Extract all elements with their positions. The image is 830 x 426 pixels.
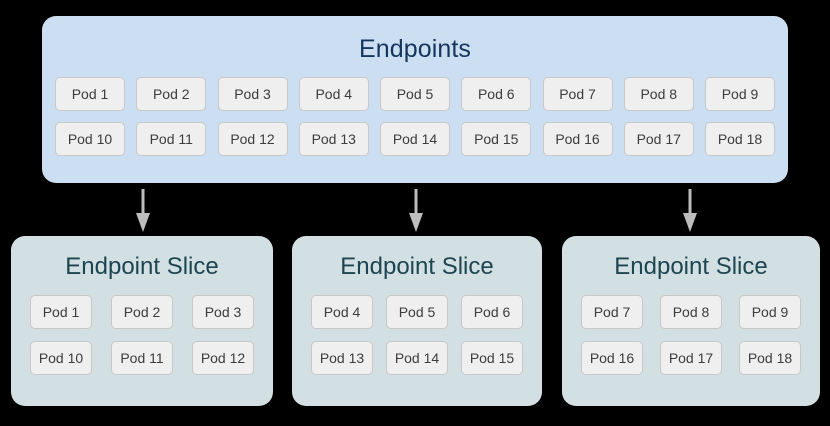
endpoint-slice-pod-row: Pod 10 Pod 11 Pod 12	[30, 341, 254, 375]
endpoint-slice-pod-row: Pod 1 Pod 2 Pod 3	[30, 295, 254, 329]
pod-chip: Pod 11	[136, 122, 207, 156]
pod-chip: Pod 10	[55, 122, 125, 156]
pod-chip: Pod 7	[581, 295, 643, 329]
pod-chip: Pod 3	[217, 77, 288, 111]
pod-chip: Pod 8	[623, 77, 694, 111]
pod-chip: Pod 3	[192, 295, 254, 329]
endpoints-pod-grid: Pod 1 Pod 2 Pod 3 Pod 4 Pod 5 Pod 6 Pod …	[55, 77, 775, 167]
endpoint-slice-pod-grid: Pod 4 Pod 5 Pod 6 Pod 13 Pod 14 Pod 15	[311, 295, 523, 387]
pod-chip: Pod 18	[705, 122, 775, 156]
pod-chip: Pod 17	[660, 341, 722, 375]
pod-chip: Pod 18	[739, 341, 801, 375]
endpoint-slice-container-1: Endpoint Slice Pod 1 Pod 2 Pod 3 Pod 10 …	[11, 236, 273, 406]
endpoint-slice-pod-grid: Pod 7 Pod 8 Pod 9 Pod 16 Pod 17 Pod 18	[581, 295, 801, 387]
pod-chip: Pod 5	[380, 77, 450, 111]
endpoint-slice-container-2: Endpoint Slice Pod 4 Pod 5 Pod 6 Pod 13 …	[292, 236, 542, 406]
pod-chip: Pod 1	[30, 295, 92, 329]
arrow-down-icon	[407, 189, 425, 233]
arrow-down-icon	[134, 189, 152, 233]
pod-chip: Pod 17	[623, 122, 694, 156]
pod-chip: Pod 15	[461, 341, 523, 375]
pod-chip: Pod 4	[311, 295, 373, 329]
pod-chip: Pod 2	[111, 295, 173, 329]
pod-chip: Pod 15	[461, 122, 532, 156]
pod-chip: Pod 10	[30, 341, 92, 375]
endpoint-slice-container-3: Endpoint Slice Pod 7 Pod 8 Pod 9 Pod 16 …	[562, 236, 820, 406]
pod-chip: Pod 14	[386, 341, 448, 375]
endpoint-slice-pod-row: Pod 16 Pod 17 Pod 18	[581, 341, 801, 375]
endpoint-slice-title: Endpoint Slice	[340, 253, 494, 280]
pod-chip: Pod 11	[111, 341, 173, 375]
endpoint-slice-pod-row: Pod 7 Pod 8 Pod 9	[581, 295, 801, 329]
endpoints-pod-row: Pod 1 Pod 2 Pod 3 Pod 4 Pod 5 Pod 6 Pod …	[55, 77, 775, 111]
pod-chip: Pod 9	[739, 295, 801, 329]
endpoint-slice-pod-row: Pod 4 Pod 5 Pod 6	[311, 295, 523, 329]
pod-chip: Pod 16	[581, 341, 643, 375]
pod-chip: Pod 9	[705, 77, 775, 111]
endpoints-container: Endpoints Pod 1 Pod 2 Pod 3 Pod 4 Pod 5 …	[42, 16, 788, 183]
pod-chip: Pod 6	[461, 77, 532, 111]
pod-chip: Pod 6	[461, 295, 523, 329]
endpoints-title: Endpoints	[358, 35, 472, 63]
pod-chip: Pod 2	[136, 77, 207, 111]
pod-chip: Pod 13	[311, 341, 373, 375]
pod-chip: Pod 4	[298, 77, 369, 111]
pod-chip: Pod 13	[298, 122, 369, 156]
pod-chip: Pod 8	[660, 295, 722, 329]
pod-chip: Pod 1	[55, 77, 125, 111]
pod-chip: Pod 14	[380, 122, 450, 156]
pod-chip: Pod 12	[192, 341, 254, 375]
pod-chip: Pod 12	[217, 122, 288, 156]
endpoint-slice-pod-grid: Pod 1 Pod 2 Pod 3 Pod 10 Pod 11 Pod 12	[30, 295, 254, 387]
endpoint-slice-title: Endpoint Slice	[614, 253, 768, 280]
pod-chip: Pod 7	[542, 77, 613, 111]
pod-chip: Pod 5	[386, 295, 448, 329]
endpoint-slice-pod-row: Pod 13 Pod 14 Pod 15	[311, 341, 523, 375]
arrow-down-icon	[681, 189, 699, 233]
endpoints-pod-row: Pod 10 Pod 11 Pod 12 Pod 13 Pod 14 Pod 1…	[55, 122, 775, 156]
endpoint-slice-title: Endpoint Slice	[65, 253, 219, 280]
pod-chip: Pod 16	[542, 122, 613, 156]
